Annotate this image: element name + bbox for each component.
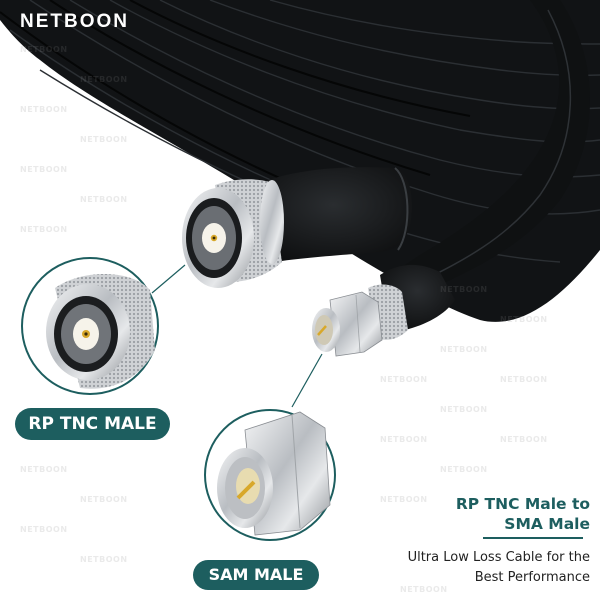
product-title-line-1: RP TNC Male to xyxy=(455,495,590,513)
product-subtitle-line-2: Best Performance xyxy=(474,570,590,585)
sma-male-label: SAM MALE xyxy=(193,560,319,590)
product-title: RP TNC Male to SMA Male xyxy=(456,494,590,534)
title-divider xyxy=(483,537,583,539)
brand-logo: NETBOON xyxy=(20,11,129,32)
product-subtitle: Ultra Low Loss Cable for the Best Perfor… xyxy=(408,548,590,588)
rp-tnc-male-label: RP TNC MALE xyxy=(15,408,170,440)
product-title-line-2: SMA Male xyxy=(504,515,590,533)
product-subtitle-line-1: Ultra Low Loss Cable for the xyxy=(407,550,590,565)
